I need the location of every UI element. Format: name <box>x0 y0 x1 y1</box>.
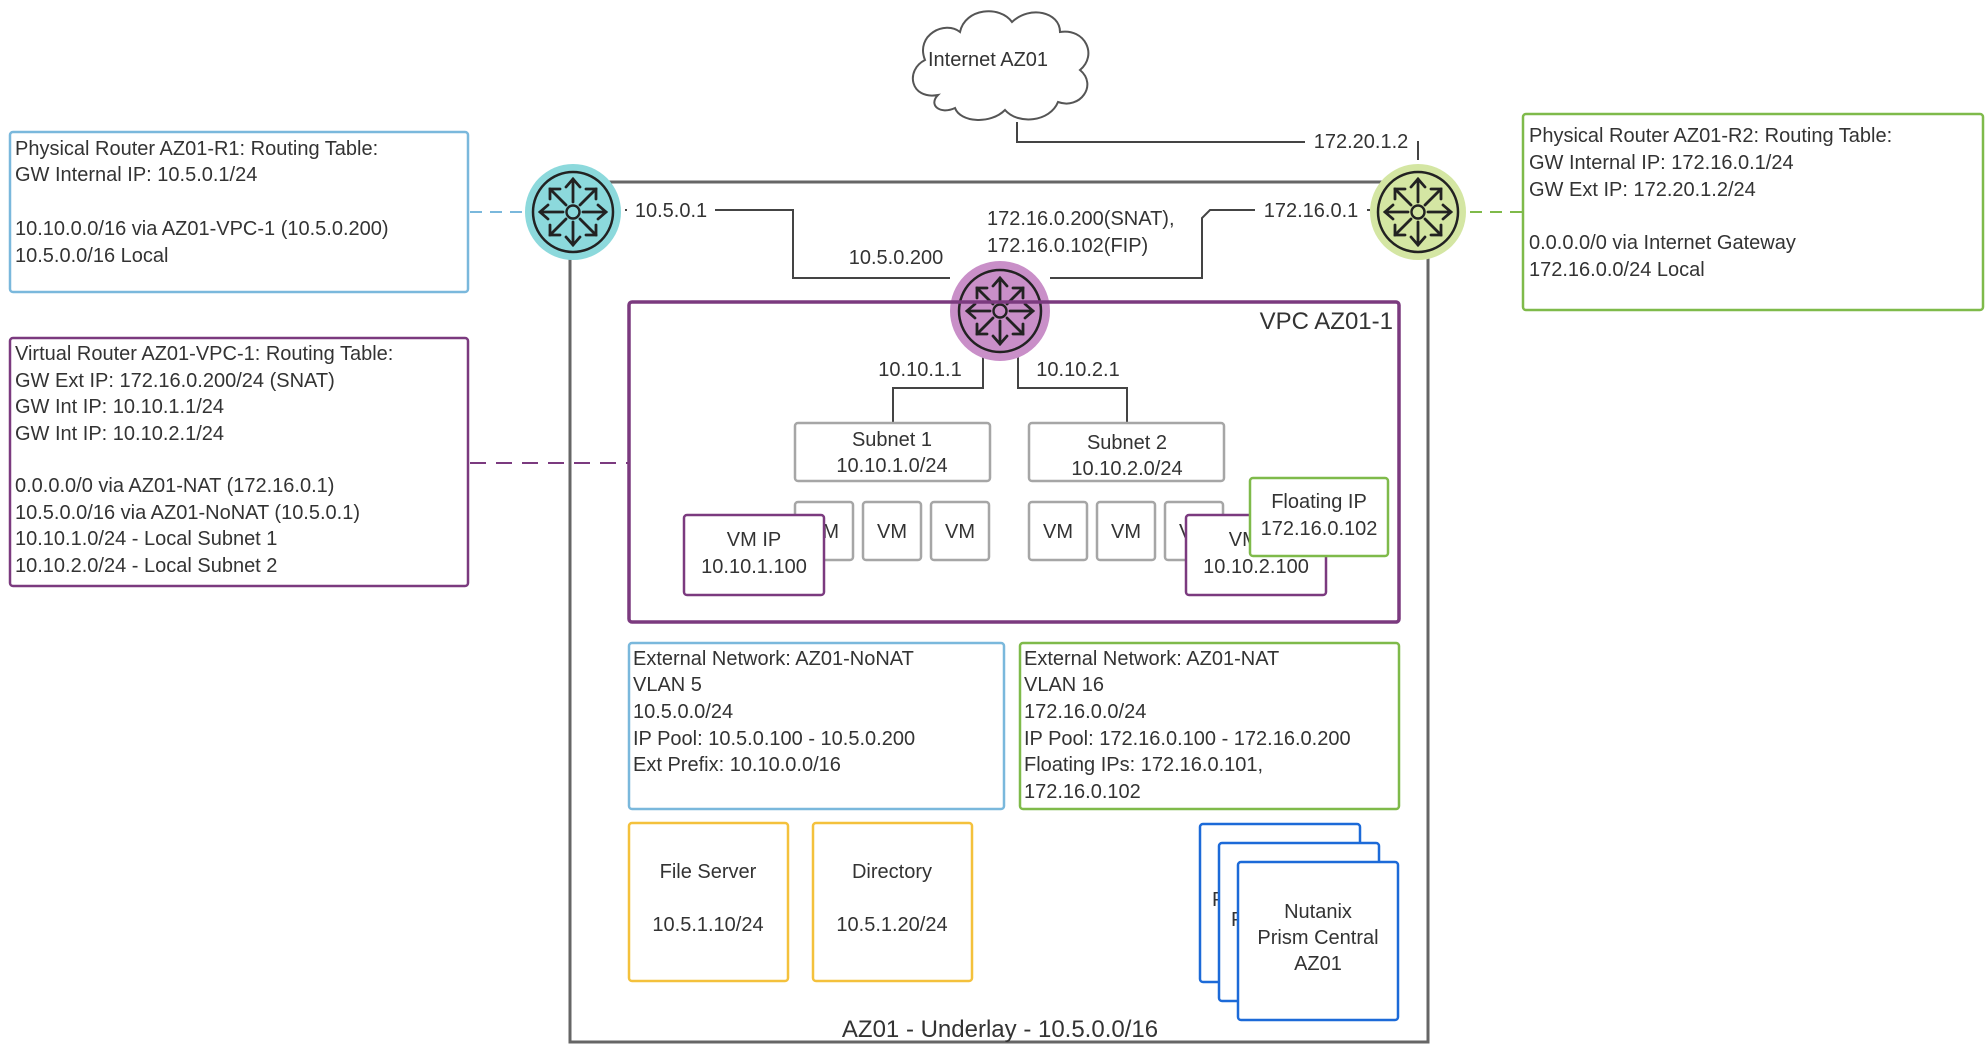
vm-ip-left-title: VM IP <box>727 529 781 551</box>
router-r2 <box>1370 164 1466 260</box>
vr-gw-int-2: GW Int IP: 10.10.2.1/24 <box>15 423 224 445</box>
vpc-title: VPC AZ01-1 <box>1260 308 1393 335</box>
label-subnet2-gw: 10.10.2.1 <box>1036 359 1119 381</box>
label-r2-uplink: 172.20.1.2 <box>1314 131 1409 153</box>
nat-pool: IP Pool: 172.16.0.100 - 172.16.0.200 <box>1024 728 1351 750</box>
r2-title: Physical Router AZ01-R2: Routing Table: <box>1529 125 1892 147</box>
link-vpc-subnet2 <box>1017 350 1128 423</box>
router-r1-table: Physical Router AZ01-R1: Routing Table: … <box>8 130 470 294</box>
link-vpc-subnet1 <box>892 350 984 423</box>
subnet-2: Subnet 2 10.10.2.0/24 <box>1027 421 1226 483</box>
r1-gw-internal: GW Internal IP: 10.5.0.1/24 <box>15 164 257 186</box>
label-r2-port: 172.16.0.1 <box>1264 200 1359 222</box>
vr-gw-ext: GW Ext IP: 172.16.0.200/24 (SNAT) <box>15 370 335 392</box>
label-vpc-left: 10.5.0.200 <box>849 247 944 269</box>
nonat-vlan: VLAN 5 <box>633 674 702 696</box>
vrouter-table: Virtual Router AZ01-VPC-1: Routing Table… <box>8 336 470 588</box>
directory-server: Directory 10.5.1.20/24 <box>811 821 974 983</box>
link-cloud-r2 <box>1016 122 1419 160</box>
vr-route-1: 0.0.0.0/0 via AZ01-NAT (172.16.0.1) <box>15 475 334 497</box>
vm-box <box>929 500 991 562</box>
vpc-box: VPC AZ01-1 Subnet 1 10.10.1.0/24 Subnet … <box>627 300 1401 624</box>
vm-label: VM <box>945 521 975 543</box>
nat-vlan: VLAN 16 <box>1024 674 1104 696</box>
vr-gw-int-1: GW Int IP: 10.10.1.1/24 <box>15 396 224 418</box>
label-subnet1-gw: 10.10.1.1 <box>878 359 961 381</box>
prism-line-3: AZ01 <box>1294 953 1342 975</box>
r1-route-1: 10.10.0.0/16 via AZ01-VPC-1 (10.5.0.200) <box>15 218 389 240</box>
subnet-1: Subnet 1 10.10.1.0/24 <box>793 421 992 483</box>
cloud-label: Internet AZ01 <box>928 49 1048 71</box>
nat-cidr: 172.16.0.0/24 <box>1024 701 1146 723</box>
floating-ip: Floating IP 172.16.0.102 <box>1248 476 1390 558</box>
internet-cloud: Internet AZ01 <box>911 10 1090 121</box>
directory-ip: 10.5.1.20/24 <box>836 914 947 936</box>
vm-ip-left-value: 10.10.1.100 <box>701 556 807 578</box>
file-server-ip: 10.5.1.10/24 <box>652 914 763 936</box>
nat-fips-2: 172.16.0.102 <box>1024 781 1141 803</box>
label-r1-port: 10.5.0.1 <box>635 200 707 222</box>
vm-label: VM <box>1043 521 1073 543</box>
floating-ip-title: Floating IP <box>1271 491 1367 513</box>
vm-box <box>1095 500 1157 562</box>
nat-title: External Network: AZ01-NAT <box>1024 648 1279 670</box>
file-server: File Server 10.5.1.10/24 <box>627 821 790 983</box>
router-r2-table: Physical Router AZ01-R2: Routing Table: … <box>1521 112 1985 312</box>
cloud-icon <box>911 10 1090 121</box>
nat-fips-1: Floating IPs: 172.16.0.101, <box>1024 754 1263 776</box>
vm-ip-right-value: 10.10.2.100 <box>1203 556 1309 578</box>
router-r1 <box>525 164 621 260</box>
r2-gw-ext: GW Ext IP: 172.20.1.2/24 <box>1529 179 1756 201</box>
vm-box <box>1027 500 1089 562</box>
vr-route-4: 10.10.2.0/24 - Local Subnet 2 <box>15 555 277 577</box>
router-vpc <box>950 261 1050 361</box>
nonat-cidr: 10.5.0.0/24 <box>633 701 733 723</box>
subnet2-cidr: 10.10.2.0/24 <box>1071 458 1182 480</box>
nonat-pool: IP Pool: 10.5.0.100 - 10.5.0.200 <box>633 728 915 750</box>
r1-route-2: 10.5.0.0/16 Local <box>15 245 168 267</box>
subnet1-cidr: 10.10.1.0/24 <box>836 455 947 477</box>
prism-line-2: Prism Central <box>1257 927 1378 949</box>
label-vpc-right-1: 172.16.0.200(SNAT), <box>987 208 1175 230</box>
vr-route-2: 10.5.0.0/16 via AZ01-NoNAT (10.5.0.1) <box>15 502 360 524</box>
r2-route-2: 172.16.0.0/24 Local <box>1529 259 1705 281</box>
vm-ip-left: VM IP 10.10.1.100 <box>682 513 826 597</box>
floating-ip-value: 172.16.0.102 <box>1261 518 1378 540</box>
prism-line-1: Nutanix <box>1284 901 1352 923</box>
vm-box <box>861 500 923 562</box>
subnet1-name: Subnet 1 <box>852 429 932 451</box>
r2-route-1: 0.0.0.0/0 via Internet Gateway <box>1529 232 1796 254</box>
underlay-box <box>568 180 1430 1044</box>
r1-title: Physical Router AZ01-R1: Routing Table: <box>15 138 378 160</box>
label-vpc-right-2: 172.16.0.102(FIP) <box>987 235 1148 257</box>
ext-network-nonat: External Network: AZ01-NoNAT VLAN 5 10.5… <box>627 641 1006 811</box>
vr-title: Virtual Router AZ01-VPC-1: Routing Table… <box>15 343 393 365</box>
r2-gw-internal: GW Internal IP: 172.16.0.1/24 <box>1529 152 1794 174</box>
file-server-name: File Server <box>660 861 757 883</box>
subnet2-name: Subnet 2 <box>1087 432 1167 454</box>
ext-network-nat: External Network: AZ01-NAT VLAN 16 172.1… <box>1018 641 1401 811</box>
nonat-title: External Network: AZ01-NoNAT <box>633 648 914 670</box>
directory-name: Directory <box>852 861 932 883</box>
underlay-title: AZ01 - Underlay - 10.5.0.0/16 <box>842 1016 1158 1043</box>
prism-central-stack: P P Nutanix Prism Central AZ01 <box>1198 822 1400 1022</box>
nonat-prefix: Ext Prefix: 10.10.0.0/16 <box>633 754 841 776</box>
vm-label: VM <box>1111 521 1141 543</box>
vr-route-3: 10.10.1.0/24 - Local Subnet 1 <box>15 528 277 550</box>
vm-label: VM <box>877 521 907 543</box>
